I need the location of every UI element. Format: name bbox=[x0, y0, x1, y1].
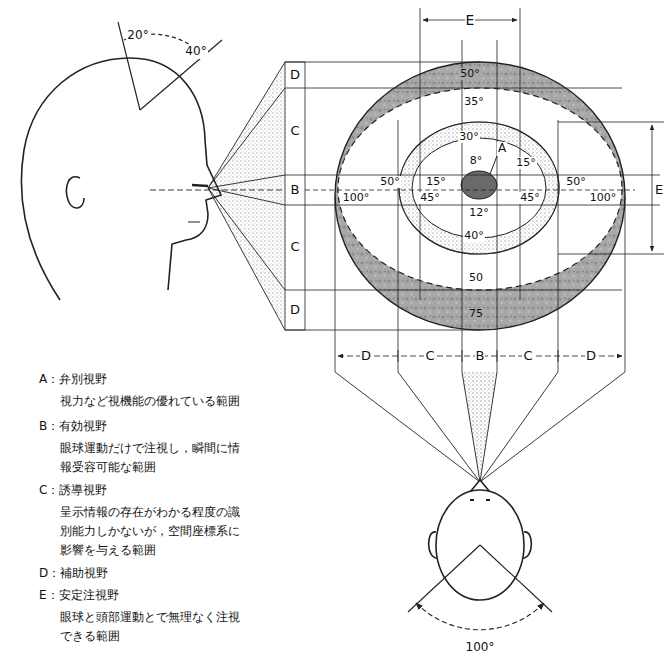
legend-term: C：誘導視野 bbox=[38, 484, 108, 498]
angle-value: 40° bbox=[463, 230, 485, 243]
angle-value: 30° bbox=[458, 131, 480, 144]
dimension-letter: C bbox=[289, 240, 300, 255]
legend-term: B：有効視野 bbox=[38, 420, 108, 434]
side-view-cone bbox=[208, 62, 285, 330]
angle-value: 75 bbox=[468, 308, 484, 321]
angle-value: 15° bbox=[515, 157, 537, 170]
dimension-letter: D bbox=[289, 303, 301, 318]
angle-value: 50° bbox=[379, 176, 401, 189]
vertical-division-bracket bbox=[285, 62, 664, 330]
angle-value: 45° bbox=[419, 192, 441, 205]
dimension-letter: B bbox=[290, 183, 301, 198]
angle-value: 8° bbox=[469, 155, 484, 168]
side-head bbox=[21, 58, 221, 300]
angle-value: 45° bbox=[519, 192, 541, 205]
legend-term: E：安定注視野 bbox=[38, 589, 120, 603]
dimension-letter: E bbox=[654, 183, 664, 198]
horizontal-division-lines bbox=[335, 8, 625, 372]
legend-description: 呈示情報の存在がわかる程度の識別能力しかないが，空間座標系に影響を与える範囲 bbox=[60, 503, 248, 560]
top-head bbox=[429, 480, 532, 600]
angle-value: 50 bbox=[468, 272, 484, 285]
dimension-letter: D bbox=[289, 68, 301, 83]
side-cone-lines bbox=[150, 62, 285, 330]
dimension-letter: D bbox=[360, 349, 372, 364]
angle-value: 50° bbox=[459, 68, 481, 81]
dimension-letter: B bbox=[475, 349, 486, 364]
legend-description: 視力など視機能の優れている範囲 bbox=[60, 392, 248, 411]
legend-term: D：補助視野 bbox=[38, 567, 109, 581]
angle-value: 100° bbox=[465, 641, 496, 655]
top-head-angle bbox=[408, 545, 552, 630]
legend-term: A：弁別視野 bbox=[38, 373, 108, 387]
legend-description: 眼球運動だけで注視し，瞬間に情報受容可能な範囲 bbox=[60, 439, 248, 477]
dimension-letter: C bbox=[424, 349, 435, 364]
angle-value: 12° bbox=[468, 207, 490, 220]
top-cone-lines bbox=[335, 372, 625, 482]
angle-value: 40° bbox=[184, 45, 207, 59]
legend-description: 眼球と頭部運動とで無理なく注視できる範囲 bbox=[60, 608, 248, 646]
dimension-letter: C bbox=[522, 349, 533, 364]
head-angle-lines bbox=[118, 22, 222, 110]
angle-value: 20° bbox=[126, 29, 149, 43]
dimension-letter: D bbox=[585, 349, 597, 364]
dimension-letter: E bbox=[465, 12, 476, 28]
angle-value: 100° bbox=[342, 192, 371, 205]
angle-value: 35° bbox=[463, 96, 485, 109]
angle-value: 50° bbox=[565, 176, 587, 189]
angle-value: 15° bbox=[425, 176, 447, 189]
dimension-letter: C bbox=[289, 124, 300, 139]
region-letter: A bbox=[497, 142, 507, 156]
angle-value: 100° bbox=[589, 192, 618, 205]
